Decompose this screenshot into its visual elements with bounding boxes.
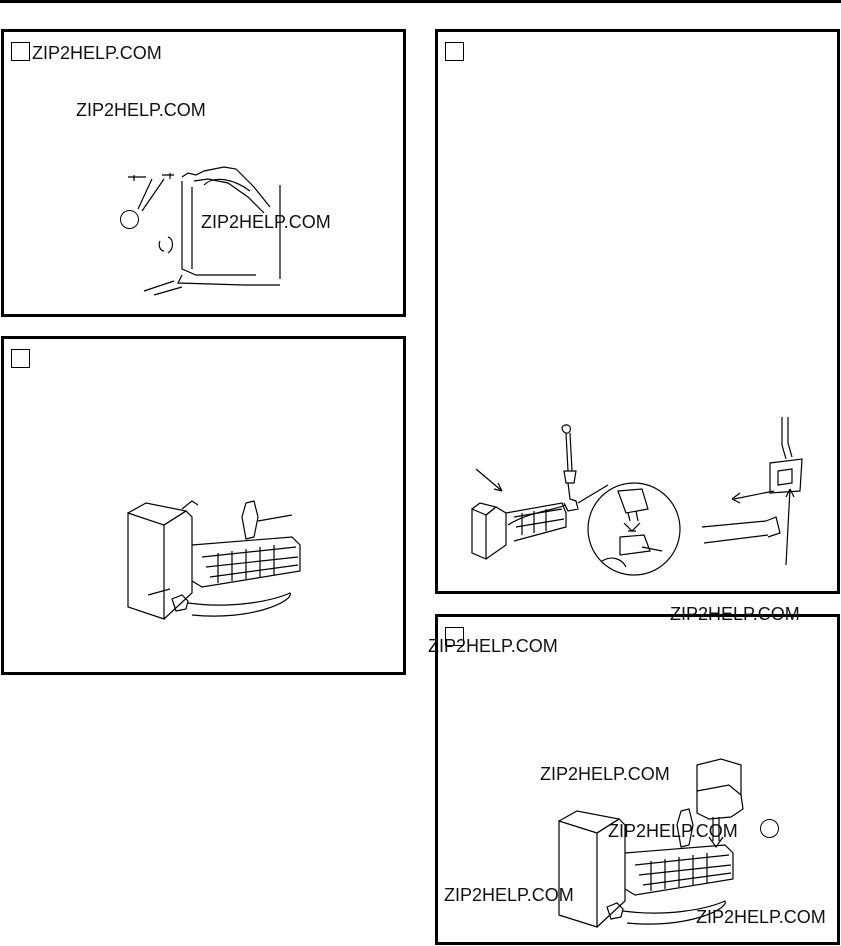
watermark: ZIP2HELP.COM [428,636,558,656]
water-connection-illustration [466,417,796,577]
watermark: ZIP2HELP.COM [540,764,670,784]
step-checkbox-3 [445,42,464,61]
ice-maker-illustration [122,497,322,627]
watermark: ZIP2HELP.COM [444,885,574,905]
panel-bucket-install: ZIP2HELP.COM ZIP2HELP.COM ZIP2HELP.COM Z… [435,614,840,945]
step-checkbox-2 [11,349,30,368]
panel-remove-cover: ZIP2HELP.COM ZIP2HELP.COM ZIP2HELP.COM [1,29,406,317]
watermark: ZIP2HELP.COM [76,100,206,120]
freezer-wall-illustration [124,157,294,297]
watermark: ZIP2HELP.COM [670,604,800,624]
watermark: ZIP2HELP.COM [32,43,162,63]
watermark: ZIP2HELP.COM [608,821,738,841]
panel-water-connection [435,29,840,594]
callout-circle [760,819,779,838]
top-rule [0,0,841,3]
ice-bucket-illustration [553,757,753,937]
watermark: ZIP2HELP.COM [696,907,826,927]
step-checkbox-4 [445,627,464,646]
callout-circle [120,210,139,229]
step-checkbox-1 [11,42,30,61]
panel-ice-maker [1,336,406,675]
watermark: ZIP2HELP.COM [201,212,331,232]
